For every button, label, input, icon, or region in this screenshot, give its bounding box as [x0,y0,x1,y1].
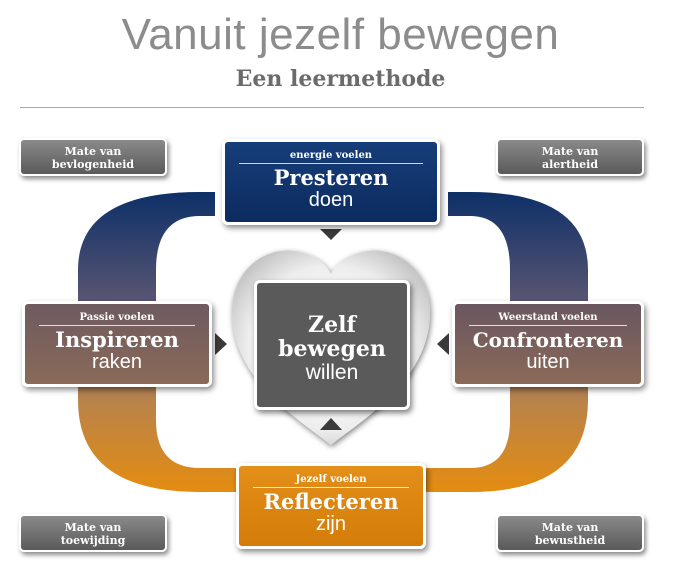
tag-toewijding: Mate van toewijding [19,514,167,552]
arrow-right-icon [215,333,227,355]
divider [20,107,644,108]
tag-line: Mate van [541,521,599,534]
node-reflecteren: Jezelf voelen Reflecteren zijn [236,463,426,549]
arrow-up-icon [320,418,342,430]
node-confronteren: Weerstand voelen Confronteren uiten [452,301,644,387]
node-divider [253,487,409,488]
node-verb: doen [308,189,354,211]
node-divider [39,325,195,326]
node-inspireren: Passie voelen Inspireren raken [22,301,212,387]
node-title: Inspireren [55,327,179,352]
center-title-line1: Zelf [308,312,356,338]
arrow-left-icon [437,333,449,355]
node-divider [239,163,423,164]
node-verb: raken [91,351,143,373]
tag-line: toewijding [60,534,126,547]
left-flow-band [78,192,238,492]
node-caption: Weerstand voelen [498,312,598,323]
node-title: Reflecteren [263,489,399,514]
node-caption: Jezelf voelen [295,474,367,485]
node-caption: energie voelen [289,150,373,161]
tag-line: bewustheid [534,534,606,547]
tag-bewustheid: Mate van bewustheid [496,514,644,552]
tag-line: Mate van [64,145,122,158]
tag-line: Mate van [541,145,599,158]
page-title: Vanuit jezelf bewegen [121,10,560,59]
tag-line: bevlogenheid [51,158,135,171]
node-verb: uiten [526,351,570,373]
node-zelf-bewegen: Zelf bewegen willen [254,280,410,410]
right-flow-band [426,192,588,492]
node-caption: Passie voelen [79,312,155,323]
tag-line: Mate van [64,521,122,534]
tag-bevlogenheid: Mate van bevlogenheid [19,138,167,176]
node-presteren: energie voelen Presteren doen [222,139,440,225]
node-divider [469,325,627,326]
arrow-down-icon [320,229,342,240]
center-title-line2: bewegen [278,336,386,362]
tag-alertheid: Mate van alertheid [496,138,644,176]
tag-line: alertheid [541,158,599,171]
node-title: Confronteren [472,328,624,352]
center-verb: willen [305,361,359,384]
node-verb: zijn [315,513,346,535]
page-subtitle: Een leermethode [235,66,446,92]
node-title: Presteren [273,165,389,190]
